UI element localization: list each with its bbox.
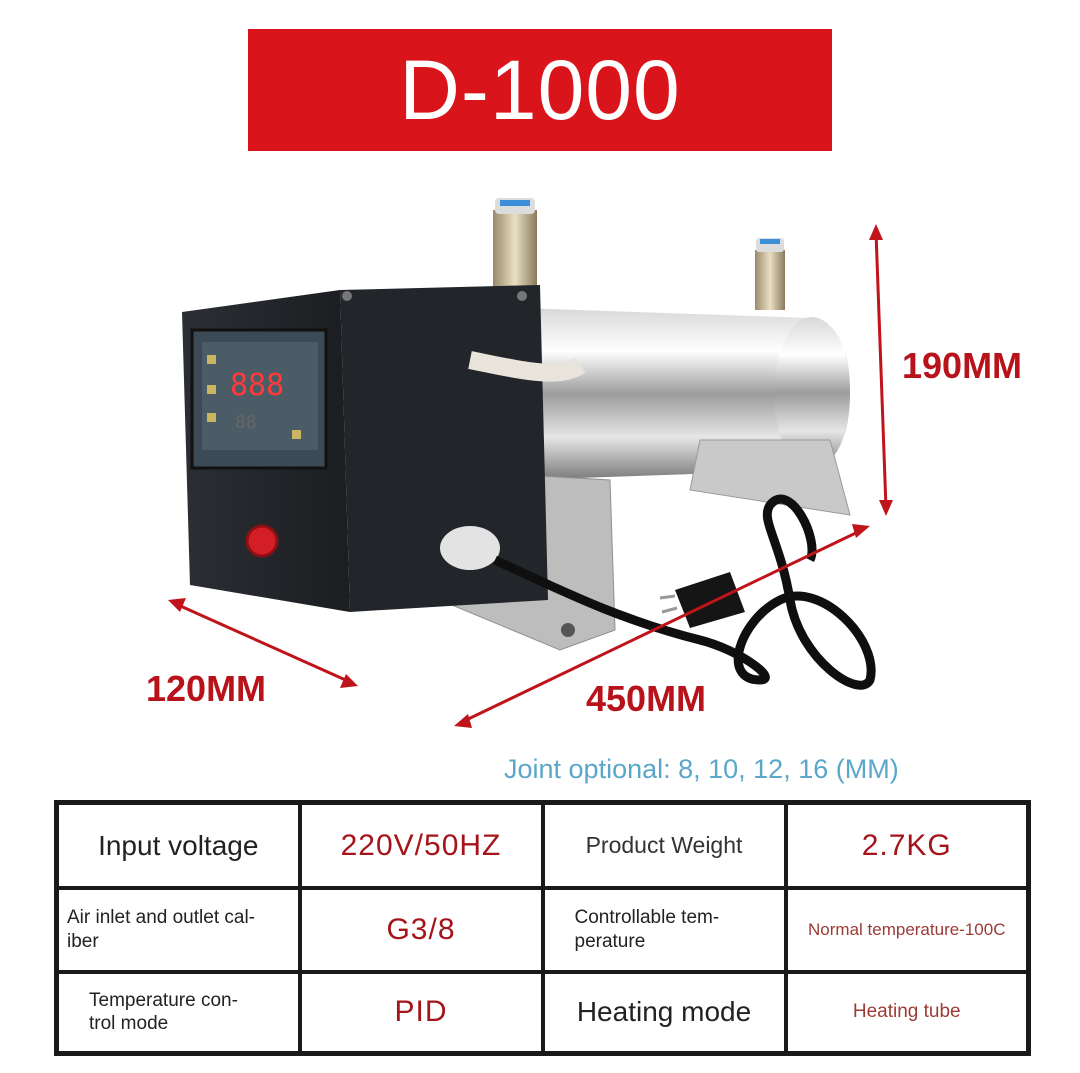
svg-text:88: 88 — [235, 412, 257, 433]
dimension-arrow-length — [454, 524, 870, 728]
inlet-fitting — [493, 210, 537, 290]
table-row: Air inlet and outlet cal- iber G3/8 Cont… — [54, 886, 1031, 974]
power-plug — [675, 572, 745, 628]
length-dimension-label: 450MM — [586, 678, 707, 719]
height-dimension-label: 190MM — [902, 345, 1023, 386]
spec-label-input-voltage: Input voltage — [54, 800, 302, 891]
spec-label-product-weight: Product Weight — [540, 800, 788, 891]
power-switch — [245, 524, 279, 558]
control-box-side — [340, 285, 548, 612]
svg-text:888: 888 — [230, 368, 284, 403]
spec-label-heating-mode: Heating mode — [540, 969, 788, 1056]
spec-value-temperature-range: Normal temperature-100C — [783, 886, 1031, 974]
steel-tube — [520, 308, 850, 480]
outlet-fitting — [755, 250, 785, 310]
product-model-title: D-1000 — [399, 42, 681, 137]
spec-value-heating-mode: Heating tube — [783, 969, 1031, 1056]
dimension-arrow-width — [168, 598, 358, 688]
mount-bracket-right — [689, 439, 851, 516]
product-photo: 888 88 — [168, 198, 893, 728]
dimension-arrow-height — [869, 224, 893, 516]
spec-label-caliber: Air inlet and outlet cal- iber — [54, 886, 302, 974]
title-banner: D-1000 — [248, 29, 832, 151]
spec-label-temperature-range: Controllable tem- perature — [540, 886, 788, 974]
width-dimension-label: 120MM — [146, 668, 267, 709]
spec-value-control-mode: PID — [297, 969, 545, 1056]
table-row: Temperature con- trol mode PID Heating m… — [54, 969, 1031, 1056]
table-row: Input voltage 220V/50HZ Product Weight 2… — [54, 800, 1031, 891]
spec-value-input-voltage: 220V/50HZ — [297, 800, 545, 891]
power-cord — [493, 494, 876, 690]
spec-table: Input voltage 220V/50HZ Product Weight 2… — [54, 800, 1031, 1056]
spec-label-control-mode: Temperature con- trol mode — [54, 969, 302, 1056]
spec-value-caliber: G3/8 — [297, 886, 545, 974]
joint-options-note: Joint optional: 8, 10, 12, 16 (MM) — [504, 754, 899, 784]
spec-value-product-weight: 2.7KG — [783, 800, 1031, 891]
